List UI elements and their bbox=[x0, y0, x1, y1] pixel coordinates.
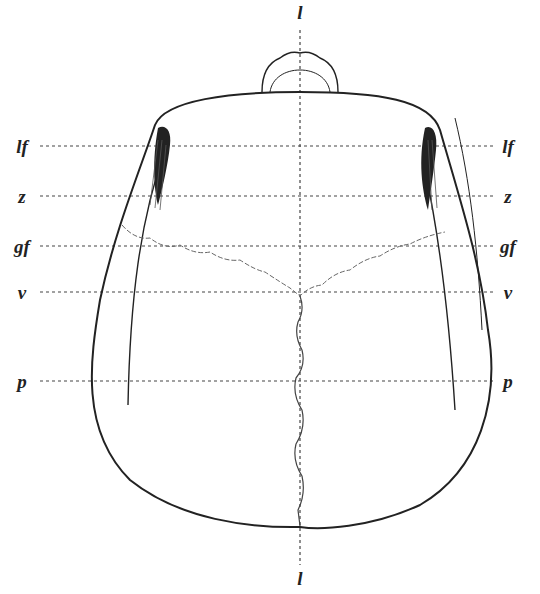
position-letter: z bbox=[16, 187, 27, 206]
position-letter: lf bbox=[14, 137, 30, 156]
position-letter: v bbox=[16, 283, 28, 302]
position-letter: gf bbox=[12, 237, 32, 256]
position-letter: lf bbox=[500, 137, 516, 156]
position-letter: l bbox=[295, 3, 304, 22]
position-letter: p bbox=[501, 372, 515, 391]
position-letter: p bbox=[15, 372, 29, 391]
position-letter: gf bbox=[498, 237, 518, 256]
position-letter: l bbox=[295, 569, 304, 588]
position-letter: v bbox=[502, 283, 514, 302]
position-letter: z bbox=[502, 187, 513, 206]
